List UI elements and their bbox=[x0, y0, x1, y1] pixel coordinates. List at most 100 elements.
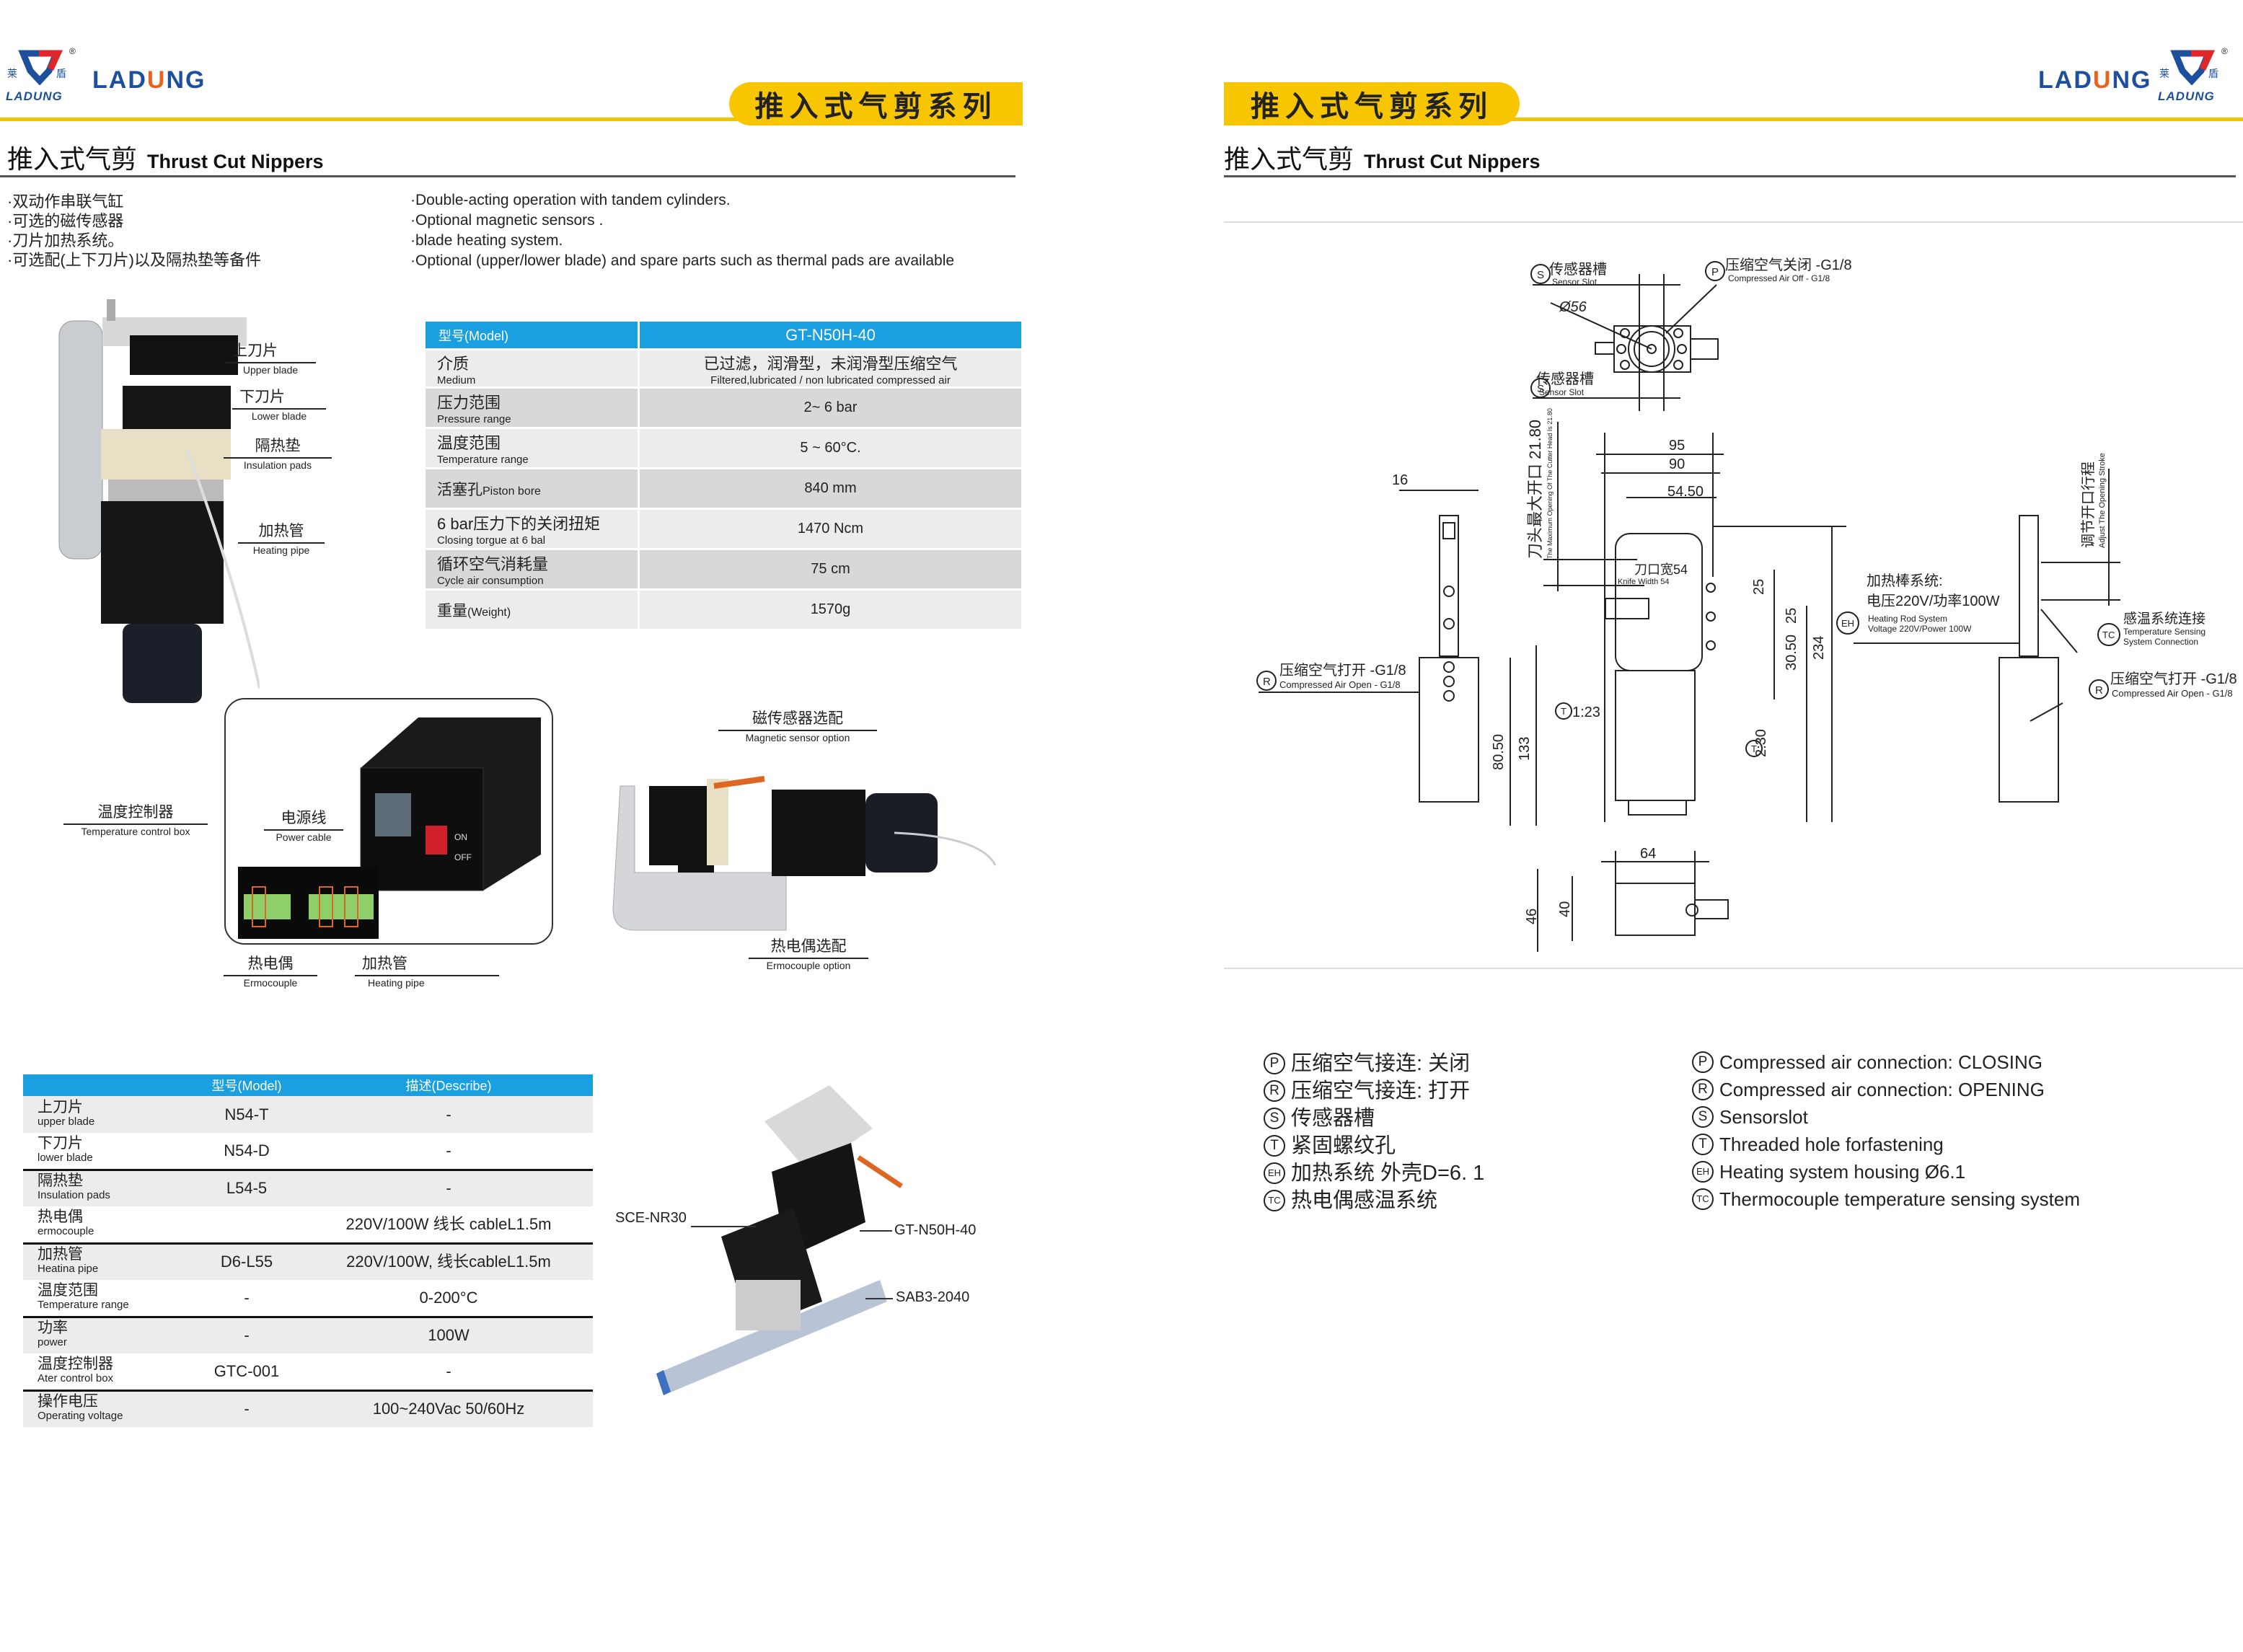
svg-text:传感器槽: 传感器槽 bbox=[1536, 371, 1594, 387]
svg-text:Temperature Sensing: Temperature Sensing bbox=[2123, 627, 2205, 637]
symbol-p-icon: P bbox=[1264, 1053, 1285, 1074]
svg-text:The Maximum Opening Of The Cut: The Maximum Opening Of The Cutter Head I… bbox=[1546, 408, 1554, 559]
accessory-description: 220V/100W 线长 cableL1.5m bbox=[345, 1214, 552, 1233]
svg-text:System Connection: System Connection bbox=[2123, 637, 2198, 647]
svg-text:90: 90 bbox=[1669, 456, 1685, 472]
svg-text:S: S bbox=[1537, 269, 1544, 281]
svg-text:Sensor Slot: Sensor Slot bbox=[1552, 277, 1598, 287]
svg-text:46: 46 bbox=[1524, 909, 1540, 924]
header-divider-right bbox=[1224, 118, 2243, 121]
accessory-model: - bbox=[244, 1400, 250, 1418]
svg-text:Knife Width 54: Knife Width 54 bbox=[1618, 578, 1670, 586]
front-view bbox=[1543, 422, 1846, 822]
spec-value: 1470 Ncm bbox=[638, 508, 1023, 550]
series-banner: 推入式气剪系列 bbox=[729, 82, 1023, 125]
svg-text:刀头最大开口 21.80: 刀头最大开口 21.80 bbox=[1526, 420, 1544, 559]
svg-text:OFF: OFF bbox=[454, 852, 472, 862]
bottom-view bbox=[1537, 851, 1729, 952]
svg-text:Compressed Air Open - G1/8: Compressed Air Open - G1/8 bbox=[1279, 679, 1401, 690]
svg-text:ON: ON bbox=[454, 832, 467, 842]
svg-text:EH: EH bbox=[1841, 618, 1854, 629]
shield-icon bbox=[2170, 50, 2215, 85]
svg-text:S: S bbox=[1537, 383, 1544, 395]
svg-text:2:30: 2:30 bbox=[1753, 729, 1769, 757]
svg-text:Adjust The Opening Stroke: Adjust The Opening Stroke bbox=[2098, 453, 2107, 548]
symbol-t-icon: T bbox=[1692, 1134, 1714, 1155]
svg-text:压缩空气打开 -G1/8: 压缩空气打开 -G1/8 bbox=[2110, 671, 2237, 687]
side-view-left bbox=[1259, 490, 1537, 826]
spec-label: 活塞孔Piston bore bbox=[423, 467, 640, 510]
svg-text:T: T bbox=[1561, 706, 1566, 717]
accessory-model: - bbox=[244, 1326, 250, 1345]
svg-text:95: 95 bbox=[1669, 438, 1685, 454]
top-view bbox=[1533, 274, 1719, 411]
svg-text:54.50: 54.50 bbox=[1667, 484, 1704, 500]
accessory-description: - bbox=[446, 1141, 451, 1160]
svg-text:P: P bbox=[1711, 266, 1719, 278]
title-rule bbox=[0, 175, 1015, 177]
svg-text:30.50: 30.50 bbox=[1784, 635, 1799, 671]
svg-text:Compressed Air Open - G1/8: Compressed Air Open - G1/8 bbox=[2112, 688, 2233, 699]
symbol-tc-icon: TC bbox=[1264, 1190, 1285, 1211]
svg-text:加热棒系统:: 加热棒系统: bbox=[1867, 573, 1943, 589]
series-banner-right: 推入式气剪系列 bbox=[1224, 82, 1520, 125]
spec-value: 2~ 6 bar bbox=[638, 387, 1023, 429]
symbol-p-icon: P bbox=[1692, 1051, 1714, 1073]
spec-value: 840 mm bbox=[638, 467, 1023, 510]
svg-text:64: 64 bbox=[1640, 846, 1656, 862]
spec-label: 重量(Weight) bbox=[423, 588, 640, 631]
svg-text:133: 133 bbox=[1517, 737, 1533, 761]
controller-panel bbox=[224, 698, 553, 945]
acc-header-model: 型号(Model) bbox=[189, 1074, 304, 1096]
svg-text:1:23: 1:23 bbox=[1572, 704, 1600, 720]
product-photo-nipper bbox=[58, 299, 260, 703]
accessory-model: L54-5 bbox=[226, 1179, 268, 1198]
assembly-photo bbox=[656, 1085, 903, 1395]
ladung-wordmark: LADUNG bbox=[92, 66, 206, 94]
symbol-eh-icon: EH bbox=[1264, 1162, 1285, 1184]
svg-text:25: 25 bbox=[1784, 608, 1799, 624]
ladung-shield-logo: 莱 盾 ® LADUNG bbox=[6, 46, 76, 103]
drawing-symbols bbox=[1256, 261, 2120, 757]
svg-text:调节开口行程: 调节开口行程 bbox=[2080, 461, 2097, 548]
label-sce-nr30: SCE-NR30 bbox=[615, 1210, 687, 1226]
spec-header-value: GT-N50H-40 bbox=[638, 319, 1023, 350]
svg-text:234: 234 bbox=[1811, 636, 1827, 660]
features-cn: ·双动作串联气缸·可选的磁传感器·刀片加热系统。·可选配(上下刀片)以及隔热垫等… bbox=[7, 193, 261, 269]
ladung-wordmark-right: LADUNG bbox=[2038, 66, 2152, 94]
side-view-right bbox=[1854, 469, 2120, 803]
svg-text:Voltage 220V/Power 100W: Voltage 220V/Power 100W bbox=[1868, 624, 1972, 634]
